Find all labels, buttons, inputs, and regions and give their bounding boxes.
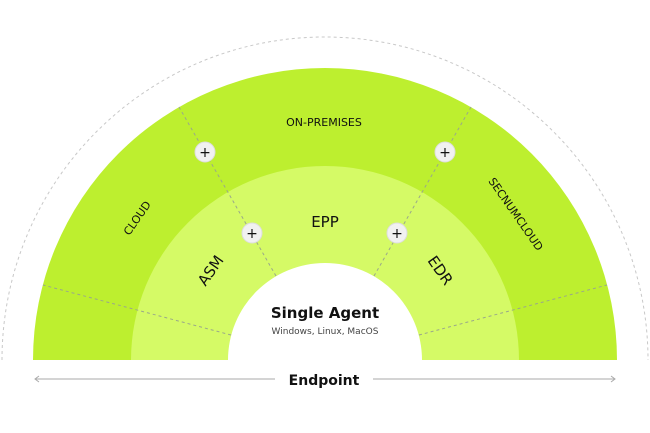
segment-dividers [42, 106, 608, 336]
axis-label: Endpoint [289, 373, 360, 389]
expand-button-epp-edr[interactable]: + [386, 222, 408, 244]
label-epp: EPP [311, 213, 339, 231]
core-subtitle: Windows, Linux, MacOS [272, 327, 379, 337]
axis [34, 375, 616, 383]
expand-button-asm-epp[interactable]: + [241, 222, 263, 244]
label-on-premises: ON-PREMISES [286, 116, 362, 129]
expand-button-cloud-onprem[interactable]: + [194, 141, 216, 163]
plus-icon: + [199, 145, 211, 161]
expand-button-onprem-secnum[interactable]: + [434, 141, 456, 163]
plus-icon: + [391, 226, 403, 242]
plus-icon: + [439, 145, 451, 161]
core-title: Single Agent [271, 304, 379, 322]
plus-icon: + [246, 226, 258, 242]
core-circle [228, 263, 422, 360]
